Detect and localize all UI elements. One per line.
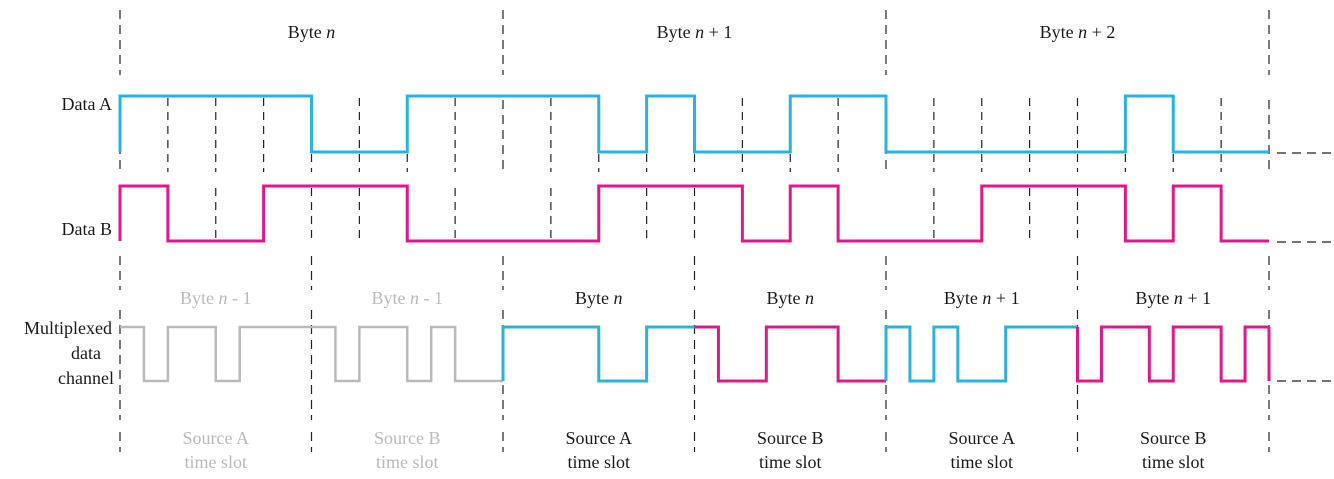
byte-variable: n [1174,288,1183,308]
time-slot-label-line-2: time slot [185,452,248,472]
multiplexed-slot-waveform [1076,325,1269,383]
time-slot-label-line-2: time slot [1142,452,1205,472]
byte-offset: + 2 [1087,22,1115,42]
byte-offset: + 1 [704,22,732,42]
time-slot-label-line-1: Source A [183,428,250,448]
byte-word: Byte [944,288,983,308]
data-b-label: Data B [62,219,112,239]
byte-word: Byte [1040,22,1079,42]
multiplexed-slot-waveform [694,325,886,383]
continuation-dashes [1277,152,1334,382]
slot-byte-label: Byte n - 1 [372,288,444,308]
data-a-waveform [118,94,1269,154]
multiplexed-slot-waveform [501,325,695,383]
byte-variable: n [982,288,991,308]
time-slot-label-line-1: Source A [949,428,1016,448]
byte-header: Byte n [288,22,336,42]
byte-variable: n [695,22,704,42]
byte-offset: - 1 [228,288,252,308]
time-slot-label-line-1: Source A [566,428,633,448]
byte-word: Byte [1135,288,1174,308]
slot-byte-label: Byte n [767,288,815,308]
time-slot-label-line-2: time slot [376,452,439,472]
byte-word: Byte [657,22,696,42]
byte-variable: n [326,22,335,42]
byte-offset: + 1 [1183,288,1211,308]
byte-variable: n [410,288,419,308]
time-slot-label-line-1: Source B [374,428,441,448]
byte-word: Byte [767,288,806,308]
byte-offset: - 1 [419,288,443,308]
slot-byte-label: Byte n [575,288,623,308]
byte-header: Byte n + 1 [657,22,733,42]
byte-header: Byte n + 2 [1040,22,1116,42]
multiplexed-slot-waveform [311,325,503,383]
multiplexed-label-line-1: Multiplexed [24,318,112,338]
time-slot-label-line-2: time slot [951,452,1014,472]
time-slot-label-line-2: time slot [759,452,822,472]
time-slot-label-line-1: Source B [1140,428,1207,448]
byte-variable: n [219,288,228,308]
byte-word: Byte [372,288,411,308]
multiplexed-slot-waveform [884,325,1078,383]
byte-variable: n [1078,22,1087,42]
multiplexed-label-line-3: channel [58,368,114,388]
waveforms [118,94,1271,383]
byte-offset: + 1 [991,288,1019,308]
byte-word: Byte [180,288,219,308]
byte-word: Byte [288,22,327,42]
data-b-waveform [118,184,1269,243]
byte-variable: n [614,288,623,308]
slot-byte-label: Byte n + 1 [944,288,1020,308]
multiplexed-slot-waveform [120,325,312,383]
multiplexed-label-line-2: data [71,343,101,363]
time-slot-label-line-1: Source B [757,428,824,448]
data-a-label: Data A [62,94,112,114]
slot-byte-label: Byte n + 1 [1135,288,1211,308]
byte-word: Byte [575,288,614,308]
byte-variable: n [805,288,814,308]
time-slot-label-line-2: time slot [568,452,631,472]
slot-byte-label: Byte n - 1 [180,288,252,308]
